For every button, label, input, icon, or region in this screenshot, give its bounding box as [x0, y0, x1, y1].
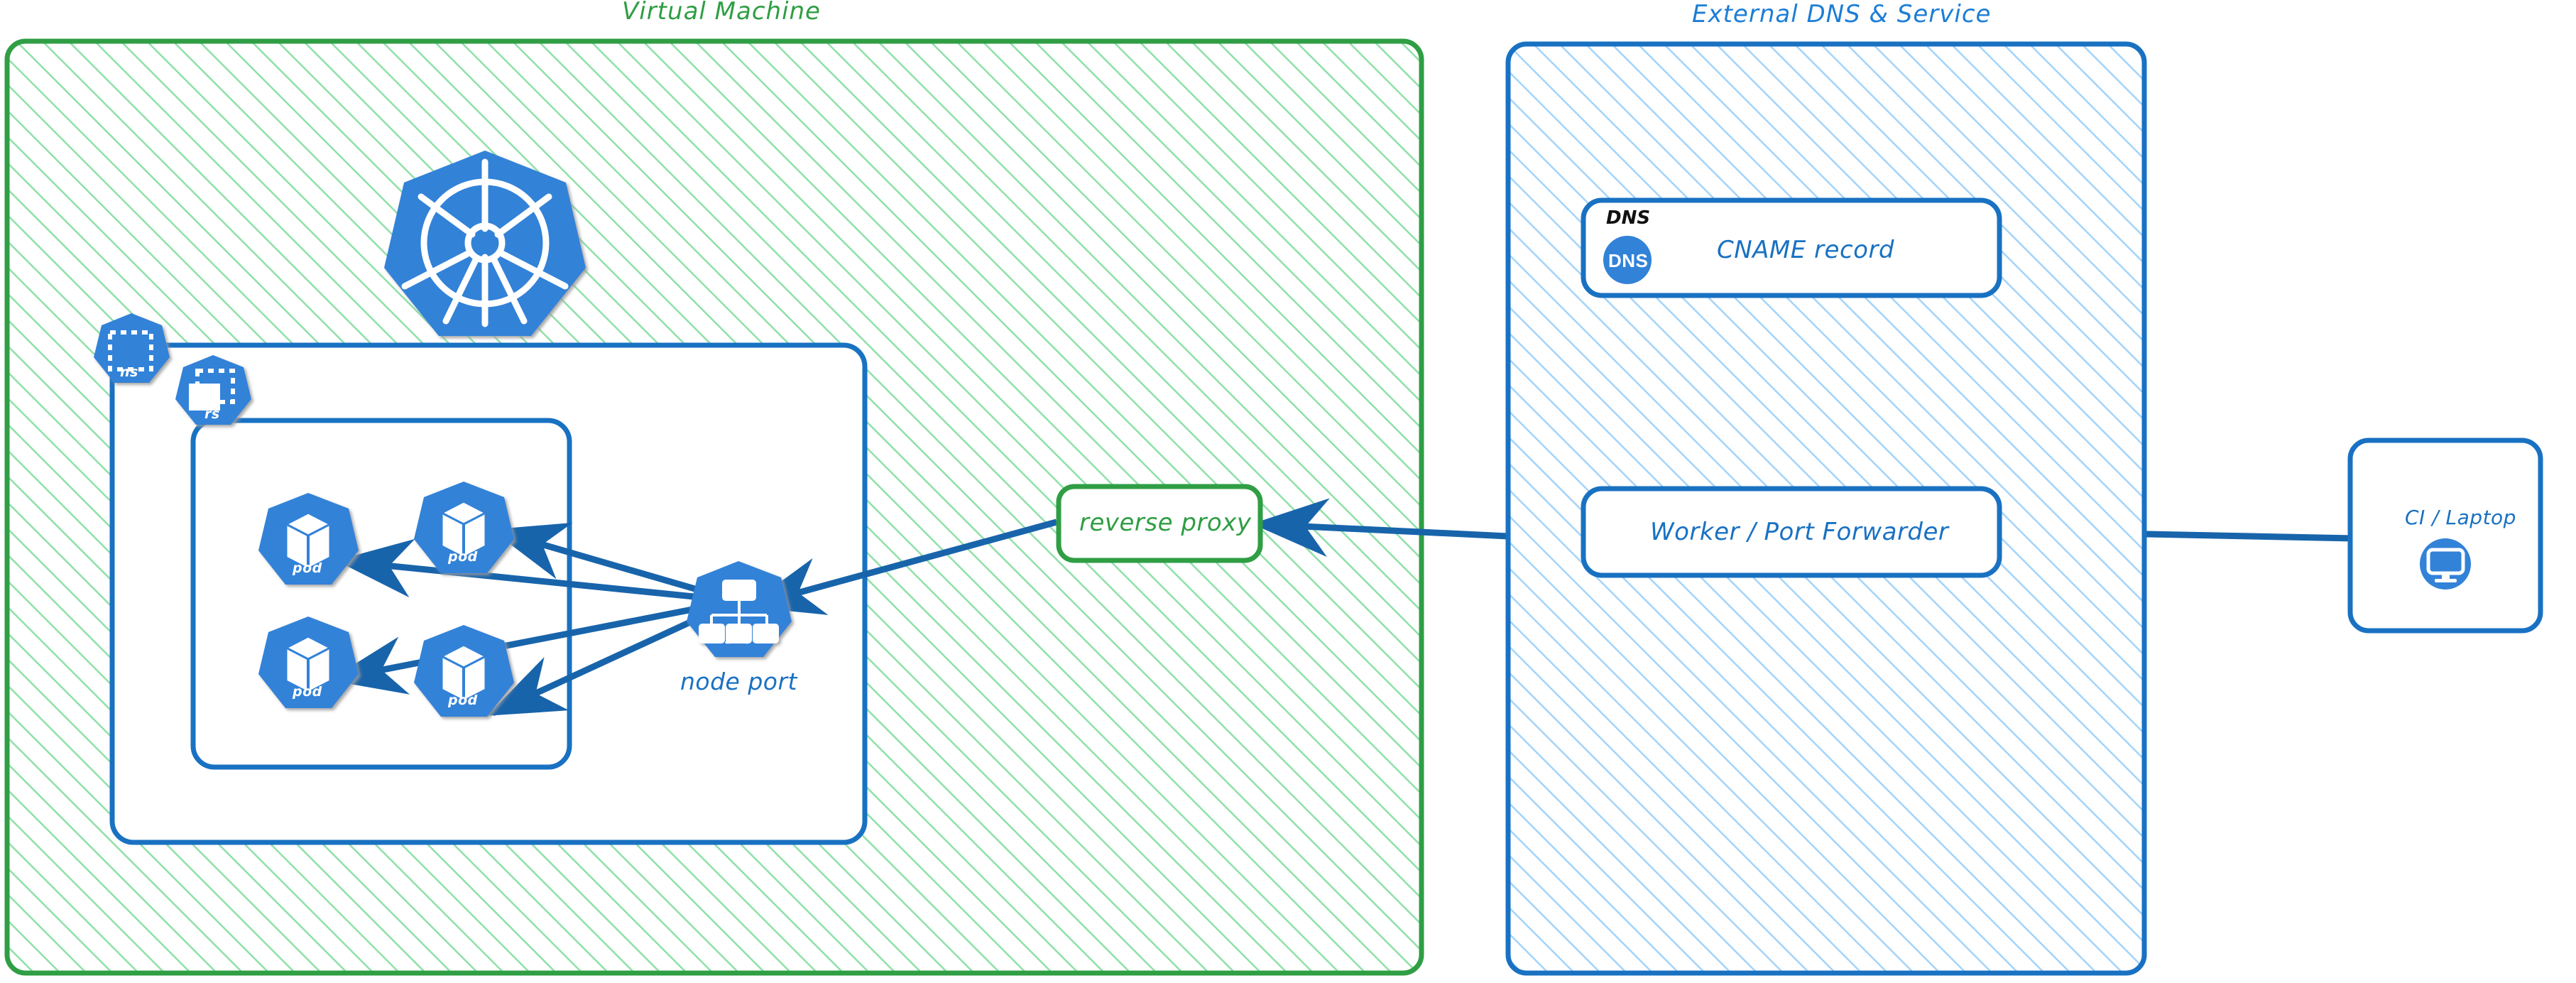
pod-cube-icon	[283, 511, 333, 570]
worker-port-forwarder-box[interactable]	[1581, 486, 2002, 578]
pod-2[interactable]	[414, 482, 514, 573]
reverse-proxy-box[interactable]	[1056, 484, 1263, 563]
pod-4[interactable]	[414, 625, 514, 717]
service-hierarchy-icon	[699, 580, 779, 643]
dns-badge-circle	[1603, 236, 1652, 284]
pod-cube-icon	[283, 635, 333, 694]
namespace-dashed-square-icon	[108, 330, 153, 371]
kubernetes-logo	[384, 151, 586, 336]
arrow-svc-pod-3	[329, 597, 737, 695]
arrow-reverse-proxy-to-service	[746, 518, 1058, 615]
service-badge[interactable]	[687, 561, 792, 657]
desktop-monitor-icon	[2420, 538, 2471, 590]
replicaset-container	[190, 418, 572, 770]
pod-cube-icon	[439, 500, 489, 559]
arrow-svc-pod-1	[336, 538, 737, 604]
ci-laptop-box[interactable]	[2347, 438, 2543, 634]
replicaset-badge[interactable]	[175, 355, 251, 425]
pod-1[interactable]	[258, 493, 359, 585]
pod-3[interactable]	[258, 617, 359, 708]
replicaset-stacked-squares-icon	[189, 369, 235, 411]
namespace-badge[interactable]	[94, 313, 170, 383]
dns-record-card[interactable]	[1581, 197, 2002, 298]
pod-cube-icon	[439, 643, 489, 702]
